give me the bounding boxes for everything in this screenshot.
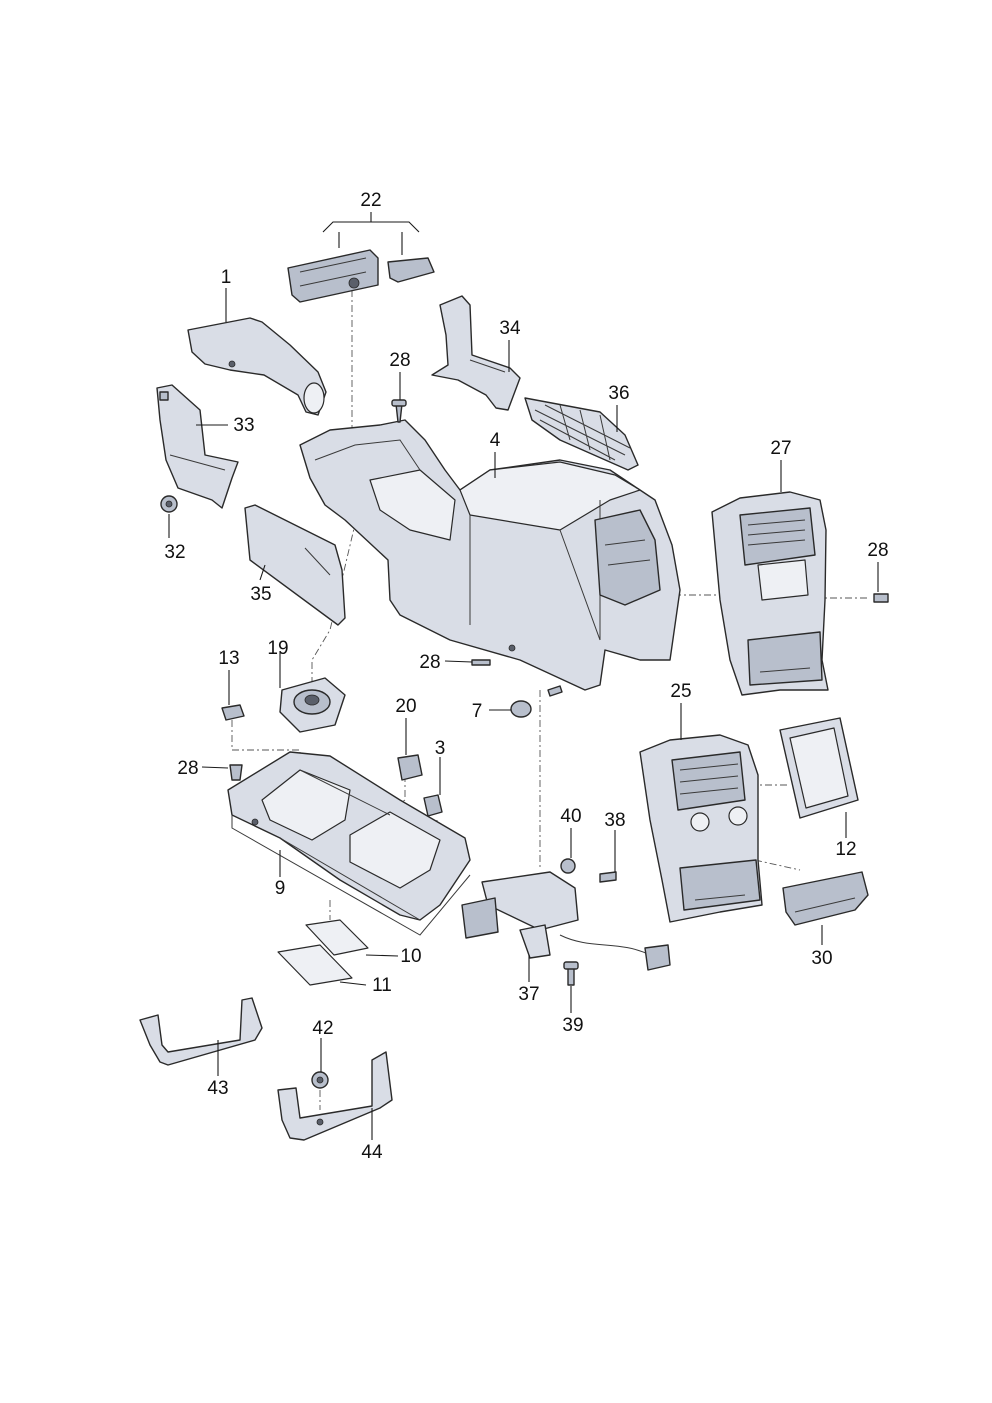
part-4-center-console — [299, 419, 681, 691]
callout-28-right: 28 — [867, 540, 888, 561]
part-34-bracket — [431, 295, 521, 411]
part-44-bracket — [277, 1051, 393, 1141]
callout-3: 3 — [435, 738, 446, 759]
callout-44: 44 — [361, 1142, 383, 1163]
callout-38: 38 — [604, 810, 625, 831]
part-28-screws — [229, 399, 889, 781]
part-7-grommet — [510, 700, 532, 718]
part-27-rear-vent-panel — [711, 491, 829, 696]
part-30-insert — [782, 871, 869, 926]
callout-27: 27 — [770, 438, 791, 459]
callout-19: 19 — [267, 638, 288, 659]
callout-39: 39 — [562, 1015, 583, 1036]
part-35-side-panel — [244, 504, 346, 626]
part-9-storage-tray — [227, 751, 471, 936]
callout-33: 33 — [233, 415, 254, 436]
part-13-clip — [221, 704, 245, 721]
callout-37: 37 — [518, 984, 539, 1005]
callout-12: 12 — [835, 839, 856, 860]
callout-28-top: 28 — [389, 350, 410, 371]
callout-11: 11 — [372, 975, 392, 996]
part-43-bracket — [139, 997, 263, 1066]
leader-lines — [168, 212, 879, 1140]
part-3-switch — [423, 794, 443, 817]
part-33-side-trim — [156, 384, 239, 509]
hardware-38-39-40 — [560, 858, 617, 986]
part-25-rear-climate-panel — [639, 734, 763, 923]
parts-10-11-pads — [277, 919, 369, 986]
part-19-shift-bezel — [279, 677, 346, 733]
part-1-air-duct — [187, 317, 327, 416]
callout-4: 4 — [490, 430, 501, 451]
callout-22: 22 — [360, 190, 381, 211]
part-36-mesh-panel — [524, 397, 639, 471]
callout-36: 36 — [608, 383, 629, 404]
part-22-switch-module — [287, 249, 435, 303]
callout-32: 32 — [164, 542, 185, 563]
callout-28-mid: 28 — [419, 652, 440, 673]
part-42-nut — [311, 1071, 329, 1089]
callout-34: 34 — [499, 318, 521, 339]
callout-28-left: 28 — [177, 758, 198, 779]
callout-43: 43 — [207, 1078, 228, 1099]
callout-labels: 22 1 34 28 36 33 4 27 32 28 35 13 19 28 … — [164, 190, 888, 1163]
callout-30: 30 — [811, 948, 832, 969]
callout-35: 35 — [250, 584, 271, 605]
callout-9: 9 — [275, 878, 286, 899]
part-32-nut — [160, 495, 178, 513]
callout-40: 40 — [560, 806, 581, 827]
part-20-switch — [397, 754, 423, 781]
callout-7: 7 — [472, 701, 483, 722]
callout-25: 25 — [670, 681, 691, 702]
part-12-trim-frame — [779, 717, 859, 819]
callout-42: 42 — [312, 1018, 333, 1039]
part-37-control-unit — [461, 871, 671, 971]
callout-1: 1 — [221, 267, 232, 288]
callout-13: 13 — [218, 648, 239, 669]
callout-20: 20 — [395, 696, 416, 717]
callout-10: 10 — [400, 946, 421, 967]
